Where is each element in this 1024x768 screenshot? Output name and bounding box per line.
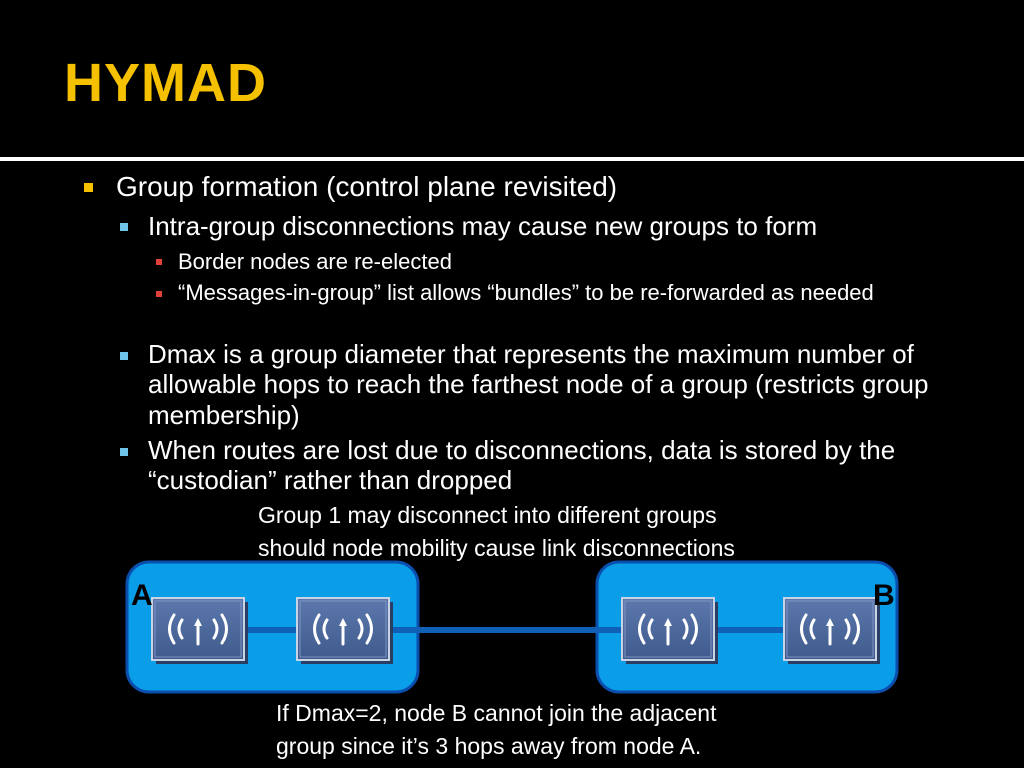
bullet-marker	[156, 291, 162, 297]
bullet-marker	[84, 183, 93, 192]
wireless-router-icon	[620, 596, 720, 666]
bullet-level2: When routes are lost due to disconnectio…	[148, 435, 896, 496]
caption-line: should node mobility cause link disconne…	[258, 535, 735, 562]
bullet-level3: “Messages-in-group” list allows “bundles…	[178, 280, 874, 305]
bullet-level1: Group formation (control plane revisited…	[116, 171, 618, 202]
bullet-level3: Border nodes are re-elected	[178, 249, 452, 274]
bullet-marker	[156, 259, 162, 265]
wireless-router-icon	[295, 596, 395, 666]
bullet-level2: Dmax is a group diameter that represents…	[148, 339, 929, 430]
node-label-b: B	[873, 579, 895, 612]
wireless-router-icon	[150, 596, 250, 666]
node-label-a: A	[131, 579, 153, 612]
title-bar: HYMAD	[0, 0, 1024, 157]
diagram-caption-bottom: If Dmax=2, node B cannot join the adjace…	[276, 697, 716, 764]
slide-title: HYMAD	[64, 53, 267, 113]
caption-line: If Dmax=2, node B cannot join the adjace…	[276, 700, 717, 726]
bullet-marker	[120, 352, 128, 360]
bullet-marker	[120, 223, 128, 231]
caption-line: Group 1 may disconnect into different gr…	[258, 502, 717, 528]
diagram-caption-top: Group 1 may disconnect into different gr…	[258, 499, 735, 566]
slide-content: Group formation (control plane revisited…	[0, 161, 1024, 768]
bullet-marker	[120, 448, 128, 456]
bullet-level2: Intra-group disconnections may cause new…	[148, 211, 818, 241]
caption-line: group since it’s 3 hops away from node A…	[276, 733, 702, 760]
title-divider	[0, 157, 1024, 161]
wireless-router-icon	[782, 596, 882, 666]
